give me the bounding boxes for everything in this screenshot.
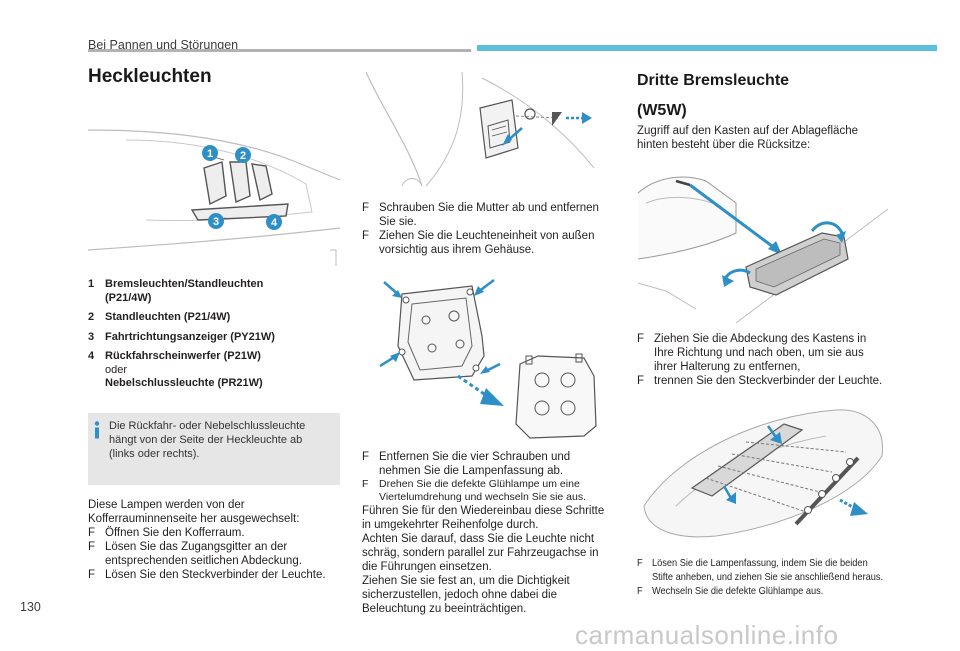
third-brake-light-illustration (637, 176, 889, 323)
nut-removal-illustration (365, 71, 595, 187)
section-title-dritte-bremsleuchte: Dritte Bremsleuchte (W5W) (637, 72, 790, 119)
marker-4: 4 (266, 214, 282, 230)
page-number: 130 (20, 600, 41, 614)
header-rule-accent (477, 45, 937, 51)
lamp-holder-illustration (379, 279, 597, 439)
marker-3: 3 (208, 213, 224, 229)
chapter-title: Bei Pannen und Störungen (88, 38, 239, 52)
svg-text:2: 2 (240, 150, 246, 162)
section-title-heckleuchten: Heckleuchten (88, 66, 212, 87)
info-box: Die Rückfahr- oder Nebelschlussleuchte h… (88, 413, 340, 485)
marker-2: 2 (235, 147, 251, 163)
legend-item: 2 Standleuchten (P21/4W) (88, 311, 231, 323)
tail-light-illustration: 1 2 3 4 (87, 129, 341, 266)
svg-text:3: 3 (213, 216, 219, 228)
left-instructions: Diese Lampen werden von der Kofferraumin… (88, 498, 343, 582)
reassembly-paragraph: Führen Sie für den Wiedereinbau diese Sc… (362, 505, 605, 615)
info-icon (94, 421, 100, 439)
marker-1: 1 (202, 145, 218, 161)
watermark: carmanualsonline.info (575, 620, 839, 650)
svg-text:1: 1 (207, 148, 213, 160)
svg-text:4: 4 (271, 217, 278, 229)
legend-item: 1 Bremsleuchten/Standleuchten(P21/4W) (88, 278, 264, 304)
header-rule-grey (88, 49, 471, 52)
bulb-legend: 1 Bremsleuchten/Standleuchten(P21/4W) 2 … (88, 278, 340, 397)
legend-item: 3 Fahrtrichtungsanzeiger (PY21W) (88, 330, 275, 343)
right-intro: Zugriff auf den Kasten auf der Ablageflä… (637, 125, 858, 151)
lamp-holder-removal-illustration (643, 409, 883, 538)
